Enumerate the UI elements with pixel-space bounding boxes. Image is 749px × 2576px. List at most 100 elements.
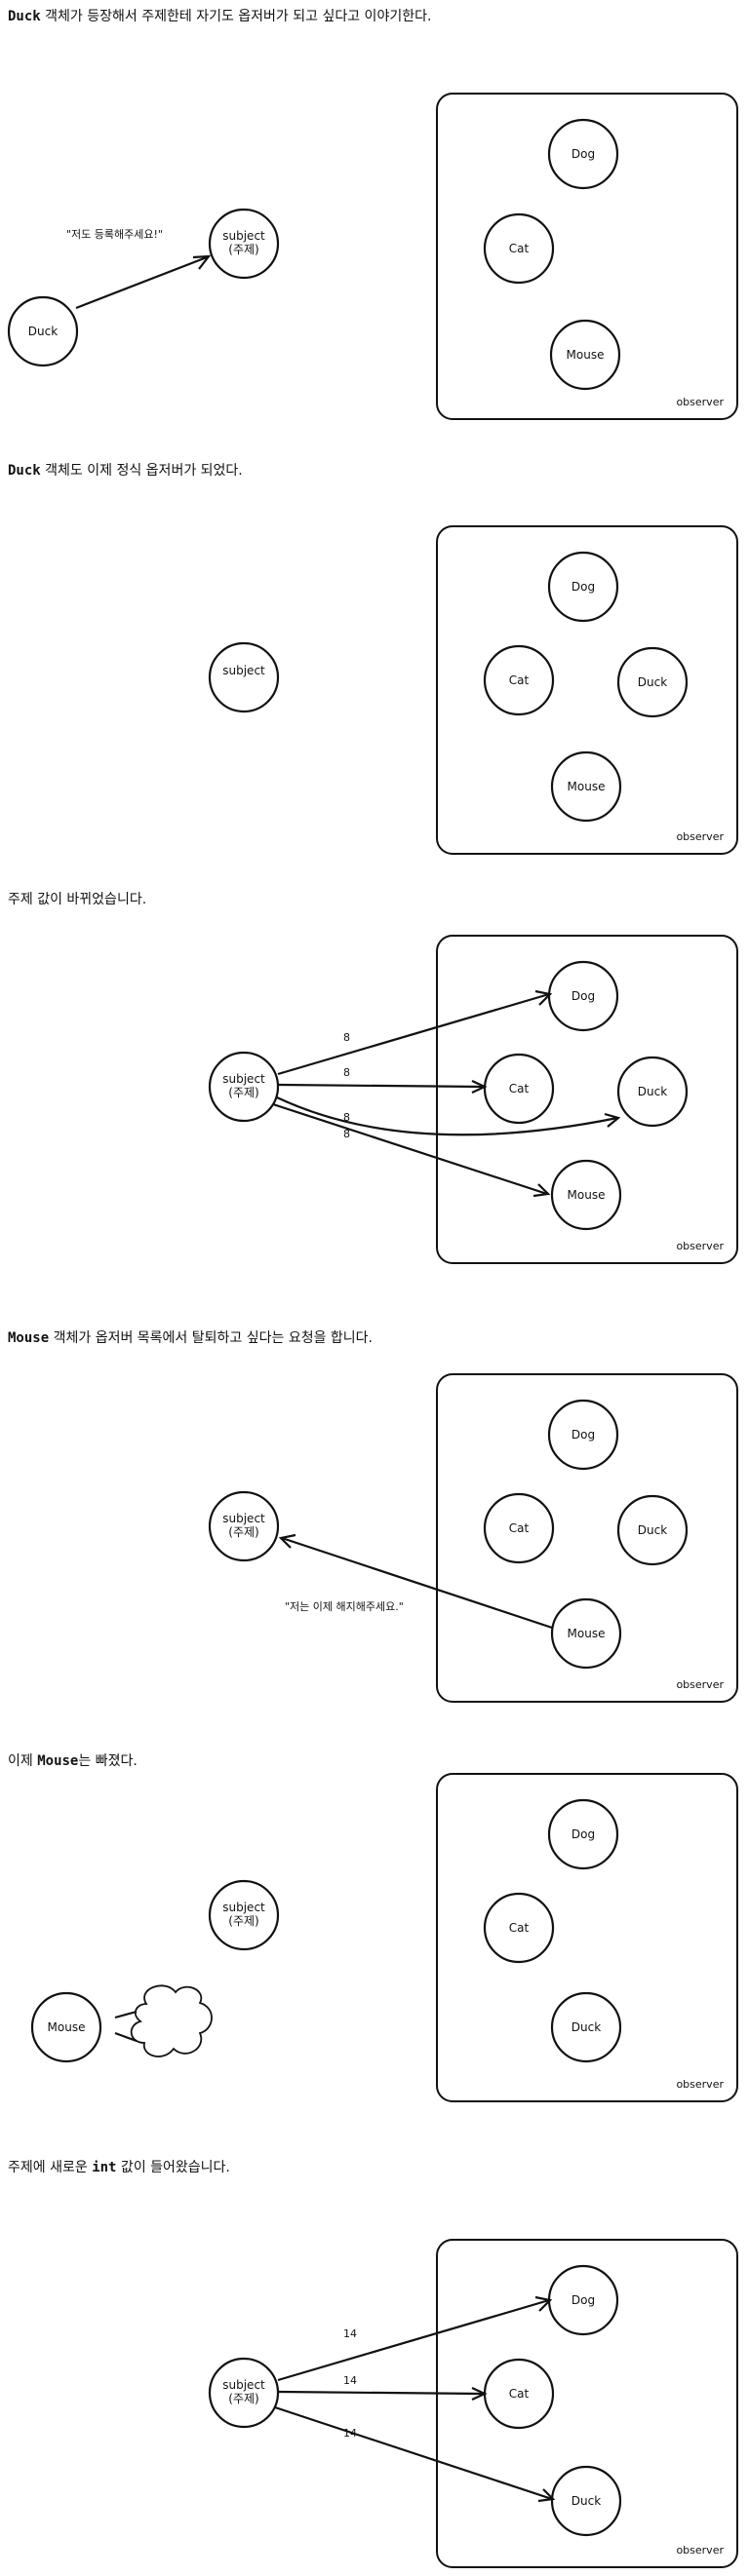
speech-text: "저는 이제 해지해주세요." xyxy=(285,1599,404,1613)
observer-node-label: Duck xyxy=(638,1085,667,1098)
panel-2-svg: observer Dog Cat Duck Mouse subject xyxy=(208,525,738,855)
observer-node-label: Cat xyxy=(509,1521,530,1535)
caption-object-name: Mouse xyxy=(8,1330,50,1346)
arrow-head xyxy=(278,1533,296,1549)
observer-node-duck xyxy=(616,646,689,718)
panel6-caption: 주제에 새로운 int 값이 들어왔습니다. xyxy=(8,2157,230,2176)
subject-label: subject xyxy=(222,1512,265,1525)
subject-node xyxy=(208,641,280,713)
panel-1-svg: observer Dog Cat Mouse subject (주제) Duck… xyxy=(7,93,738,420)
observer-label: observer xyxy=(676,2078,724,2091)
panel-2-diagram: observer Dog Cat Duck Mouse subject xyxy=(0,429,749,858)
notify-arrow-mouse xyxy=(272,1102,548,1196)
subject-label: subject xyxy=(222,1901,265,1914)
panel-5-svg: observer Dog Cat Duck subject (주제) Mouse xyxy=(30,1773,738,2102)
observer-node-label: Dog xyxy=(572,1827,595,1841)
observer-node-label: Cat xyxy=(509,1921,530,1935)
subject-sublabel: (주제) xyxy=(228,1914,258,1928)
panel5-caption: 이제 Mouse는 빠졌다. xyxy=(8,1750,138,1770)
edge-label: 8 xyxy=(343,1031,350,1044)
subject-node xyxy=(208,1879,280,1951)
caption-object-name: Duck xyxy=(8,463,41,479)
observer-label: observer xyxy=(676,1240,724,1252)
caption-object-name: int xyxy=(92,2160,117,2175)
edge-label: 8 xyxy=(343,1111,350,1124)
observer-node-mouse xyxy=(550,1597,622,1670)
observer-node-mouse xyxy=(549,319,621,391)
observer-box xyxy=(436,1373,738,1703)
observer-node-label: Mouse xyxy=(568,1188,606,1202)
caption-text: 객체도 이제 정식 옵저버가 되었다. xyxy=(40,463,243,479)
observer-node-label: Dog xyxy=(572,2293,595,2307)
observer-node-cat xyxy=(483,1892,555,1964)
edge-label: 14 xyxy=(343,2327,357,2340)
arrow-head xyxy=(534,2295,553,2312)
observer-box xyxy=(436,2239,738,2568)
observer-node-label: Cat xyxy=(509,2387,530,2401)
caption-text: 값이 들어왔습니다. xyxy=(116,2160,230,2175)
removed-mouse-label: Mouse xyxy=(48,2020,86,2034)
panel1-caption: Duck 객체가 등장해서 주제한테 자기도 옵저버가 되고 싶다고 이야기한다… xyxy=(8,6,431,25)
caption-text: 는 빠졌다. xyxy=(78,1753,138,1769)
dust-cloud-icon xyxy=(114,1984,213,2057)
observer-label: observer xyxy=(676,396,724,408)
subject-label: subject xyxy=(222,664,265,677)
observer-node-label: Duck xyxy=(638,675,667,689)
notify-arrow-cat xyxy=(278,1083,485,1089)
edge-label: 14 xyxy=(343,2427,357,2440)
subject-node xyxy=(208,2357,280,2429)
subject-node xyxy=(208,208,280,280)
observer-node-label: Dog xyxy=(572,989,595,1003)
panel-5-diagram: observer Dog Cat Duck subject (주제) Mouse xyxy=(0,1715,749,2125)
observer-node-cat xyxy=(483,212,555,285)
subject-sublabel: (주제) xyxy=(228,1525,258,1539)
observer-label: observer xyxy=(676,2544,724,2557)
observer-box xyxy=(436,935,738,1264)
notify-arrow-duck xyxy=(276,1096,618,1136)
observer-node-duck xyxy=(616,1494,689,1566)
observer-node-dog xyxy=(547,1399,619,1471)
arrow-head xyxy=(192,254,212,270)
caption-text: 주제 값이 바뀌었습니다. xyxy=(8,892,147,907)
observer-node-dog xyxy=(547,1798,619,1870)
notify-arrow-dog xyxy=(277,2298,550,2382)
panel-4-svg: observer Dog Cat Duck Mouse subject (주제)… xyxy=(208,1373,738,1703)
observer-node-cat xyxy=(483,1492,555,1564)
observer-node-duck xyxy=(616,1056,689,1128)
observer-node-label: Duck xyxy=(638,1523,667,1537)
panel-3-svg: observer Dog Cat Duck Mouse subject (주제)… xyxy=(208,935,738,1264)
arrow-head xyxy=(534,989,553,1006)
arrow-head xyxy=(471,2387,488,2401)
duck-node-label: Duck xyxy=(28,325,58,338)
observer-node-duck xyxy=(550,2465,622,2537)
panel-6-svg: observer Dog Cat Duck subject (주제) 14 14… xyxy=(208,2239,738,2568)
subject-sublabel: (주제) xyxy=(228,243,258,256)
observer-node-label: Dog xyxy=(572,1428,595,1442)
observer-node-mouse xyxy=(550,1159,622,1231)
observer-node-cat xyxy=(483,1053,555,1125)
subject-node xyxy=(208,1490,280,1562)
subject-label: subject xyxy=(222,1072,265,1086)
subject-label: subject xyxy=(222,2378,265,2392)
observer-box xyxy=(436,93,738,420)
observer-node-label: Mouse xyxy=(568,1627,606,1640)
observer-node-dog xyxy=(547,551,619,623)
panel-4-diagram: observer Dog Cat Duck Mouse subject (주제)… xyxy=(0,1287,749,1715)
observer-node-label: Cat xyxy=(509,673,530,687)
removed-mouse-node xyxy=(30,1991,102,2063)
observer-node-label: Cat xyxy=(509,1082,530,1096)
edge-label: 8 xyxy=(343,1128,350,1140)
notify-arrow-dog xyxy=(277,992,550,1076)
panel3-caption: 주제 값이 바뀌었습니다. xyxy=(8,889,146,908)
observer-node-label: Duck xyxy=(572,2494,601,2508)
arrow-head xyxy=(471,1080,488,1094)
observer-node-cat xyxy=(483,644,555,716)
panel2-caption: Duck 객체도 이제 정식 옵저버가 되었다. xyxy=(8,460,243,480)
subject-sublabel: (주제) xyxy=(228,2392,258,2405)
edge-label: 8 xyxy=(343,1066,350,1079)
observer-node-label: Mouse xyxy=(567,348,605,362)
observer-node-duck xyxy=(550,1991,622,2063)
notify-arrow-duck xyxy=(274,2405,553,2501)
unregister-arrow xyxy=(281,1536,553,1630)
subject-label: subject xyxy=(222,229,265,243)
